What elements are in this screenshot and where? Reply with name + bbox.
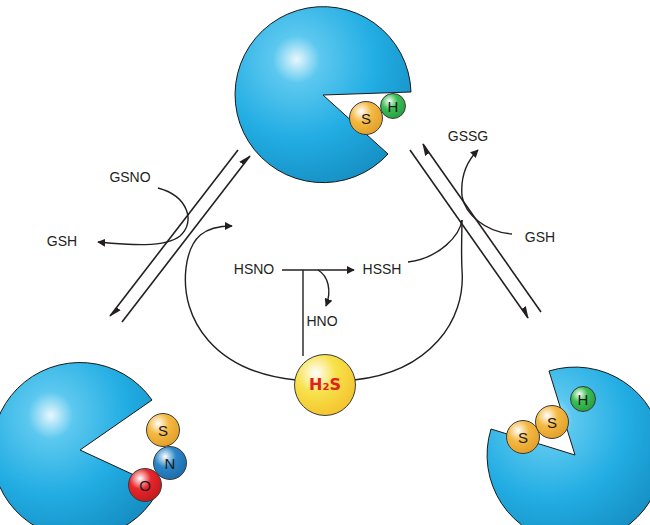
atom-circle: S (349, 101, 383, 135)
atom-symbol: S (518, 430, 528, 445)
reaction-arrow (423, 144, 541, 312)
protein-shape (235, 7, 411, 183)
compound-label: GSH (523, 230, 557, 245)
compound-label: HSNO (232, 262, 276, 277)
compound-label: GSSG (446, 129, 490, 144)
reaction-curve (318, 270, 329, 306)
molecule-circle: H₂S (294, 354, 356, 416)
atom-circle: S (535, 405, 569, 439)
reaction-curve (98, 188, 188, 245)
reaction-arrow (410, 150, 528, 318)
protein-shape (0, 362, 160, 525)
atom-symbol: H (578, 392, 589, 407)
reaction-line (302, 270, 303, 356)
atom-circle: O (128, 468, 162, 502)
compound-label: GSNO (107, 170, 152, 185)
protein-shape (487, 367, 650, 525)
compound-label: HSSH (361, 262, 404, 277)
atom-symbol: H (388, 99, 399, 114)
reaction-curve (462, 150, 512, 234)
compound-label: GSH (45, 234, 79, 249)
molecule-formula: H₂S (309, 377, 341, 393)
atom-circle: H (570, 386, 596, 412)
compound-label: HNO (304, 314, 339, 329)
atom-symbol: S (158, 423, 168, 438)
reaction-curve (354, 220, 462, 380)
atom-symbol: S (547, 415, 557, 430)
atom-symbol: O (139, 478, 151, 493)
reaction-curve (185, 226, 296, 380)
atom-symbol: S (361, 111, 371, 126)
atom-circle: H (380, 93, 406, 119)
atom-circle: S (146, 413, 180, 447)
atom-symbol: N (165, 456, 176, 471)
reaction-curve (408, 220, 462, 262)
